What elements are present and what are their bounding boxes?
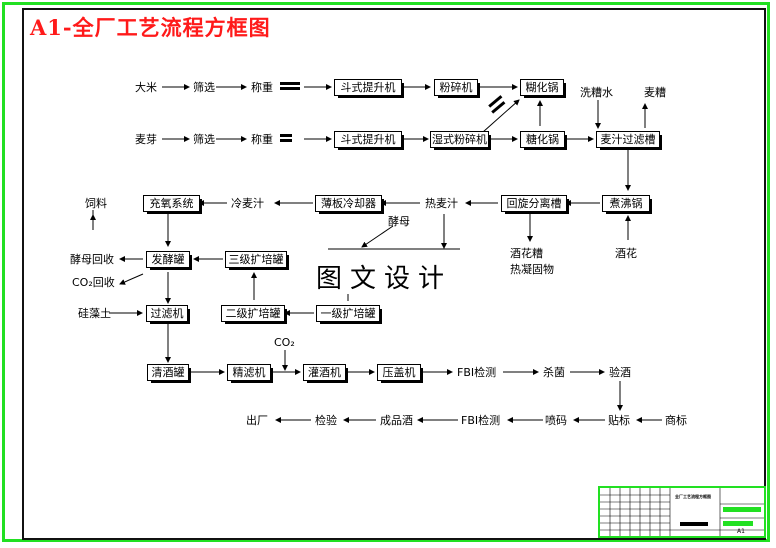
label-co2: CO₂	[274, 336, 295, 349]
label-hops: 酒花	[615, 247, 637, 260]
label-hot-trub: 热凝固物	[510, 263, 554, 276]
title-block-drawing-mark: A1	[737, 528, 745, 535]
label-dami: 大米	[135, 81, 157, 94]
label-beer-check: 验酒	[609, 366, 631, 379]
label-finished-beer: 成品酒	[380, 414, 413, 427]
box-capping-machine: 压盖机	[377, 364, 423, 383]
box-boiling-kettle: 煮沸锅	[602, 195, 652, 214]
title-block	[598, 486, 766, 538]
label-chengzhong-2: 称重	[251, 133, 273, 146]
label-hop-residue: 酒花糟	[510, 247, 543, 260]
label-spent-grain: 麦糟	[644, 86, 666, 99]
label-sterilization: 杀菌	[543, 366, 565, 379]
label-sparge-water: 洗糟水	[580, 86, 613, 99]
drawing-border-inner	[22, 8, 766, 540]
box-fermentation-tank: 发酵罐	[146, 251, 192, 270]
box-plate-cooler: 薄板冷却器	[315, 195, 384, 214]
label-hot-wort: 热麦汁	[425, 197, 458, 210]
box-filter: 过滤机	[146, 305, 190, 324]
label-yeast-recovery: 酵母回收	[70, 253, 114, 266]
label-malt: 麦芽	[135, 133, 157, 146]
box-crusher: 粉碎机	[434, 79, 480, 98]
box-bucket-elevator-1: 斗式提升机	[334, 79, 404, 98]
label-trademark: 商标	[665, 414, 687, 427]
label-fbi-inspection-1: FBI检测	[457, 366, 497, 379]
label-inkjet-coding: 喷码	[545, 414, 567, 427]
label-co2-recovery: CO₂回收	[72, 276, 115, 289]
label-diatomite: 硅藻土	[78, 307, 111, 320]
label-cold-wort: 冷麦汁	[231, 197, 264, 210]
watermark-text: 图文设计	[316, 264, 453, 294]
box-second-propagation-tank: 二级扩培罐	[221, 305, 287, 324]
label-shipping: 出厂	[246, 414, 268, 427]
box-gelatinization-kettle: 糊化锅	[520, 79, 566, 98]
label-shaixuan-2: 筛选	[193, 133, 215, 146]
title-block-drawing-name: 全厂工艺流程方框图	[675, 494, 711, 499]
box-fine-filter: 精滤机	[227, 364, 273, 383]
box-first-propagation-tank: 一级扩培罐	[316, 305, 382, 324]
label-yeast: 酵母	[388, 215, 410, 228]
drawing-title: A1-全厂工艺流程方框图	[30, 15, 271, 40]
box-filling-machine: 灌酒机	[303, 364, 348, 383]
box-bucket-elevator-2: 斗式提升机	[334, 131, 404, 150]
box-oxygenation-system: 充氧系统	[143, 195, 202, 214]
label-chengzhong-1: 称重	[251, 81, 273, 94]
box-bright-beer-tank: 清酒罐	[147, 364, 191, 383]
label-fbi-inspection-2: FBI检测	[461, 414, 501, 427]
box-third-propagation-tank: 三级扩培罐	[225, 251, 289, 270]
label-feed: 饲料	[85, 197, 107, 210]
title-block-grid	[600, 488, 764, 536]
label-inspection: 检验	[315, 414, 337, 427]
box-wet-crusher: 湿式粉碎机	[430, 131, 491, 150]
box-lauter-tun: 麦汁过滤槽	[596, 131, 662, 150]
drawing-border-outer	[2, 2, 770, 542]
label-labeling: 贴标	[608, 414, 630, 427]
box-whirlpool: 回旋分离槽	[501, 195, 569, 214]
label-shaixuan-1: 筛选	[193, 81, 215, 94]
box-mash-kettle: 糖化锅	[520, 131, 567, 150]
